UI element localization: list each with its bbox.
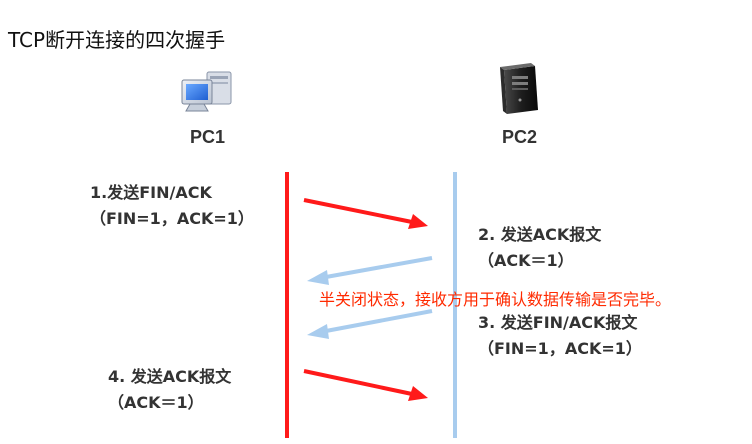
diagram-title: TCP断开连接的四次握手 [8, 28, 226, 52]
arrow-ack-2 [307, 256, 433, 285]
step-2-message: 2. 发送ACK报文 （ACK＝1） [478, 222, 601, 274]
server-tower-icon [500, 63, 538, 114]
step-2-line1: 2. 发送ACK报文 [478, 225, 602, 244]
step-1-line2: （FIN=1，ACK=1） [90, 209, 254, 228]
arrow-fin-ack-3 [307, 309, 433, 339]
step-3-line2: （FIN=1，ACK=1） [478, 339, 642, 358]
arrow-fin-ack-1 [303, 198, 428, 229]
pc2-label: PC2 [502, 127, 538, 147]
step-4-line1: 4. 发送ACK报文 [108, 367, 232, 386]
step-1-line1: 1.发送FIN/ACK [90, 183, 212, 202]
pc1-label: PC1 [190, 127, 226, 147]
step-4-line2: （ACK＝1） [108, 393, 204, 412]
step-3-line1: 3. 发送FIN/ACK报文 [478, 313, 638, 332]
desktop-computer-icon [181, 71, 232, 112]
arrow-ack-4 [303, 369, 428, 401]
step-4-message: 4. 发送ACK报文 （ACK＝1） [108, 364, 231, 416]
step-3-message: 3. 发送FIN/ACK报文 （FIN=1，ACK=1） [478, 310, 642, 362]
step-1-message: 1.发送FIN/ACK （FIN=1，ACK=1） [90, 180, 254, 232]
step-2-line2: （ACK＝1） [478, 251, 574, 270]
half-close-note: 半关闭状态，接收方用于确认数据传输是否完毕。 [319, 290, 672, 309]
